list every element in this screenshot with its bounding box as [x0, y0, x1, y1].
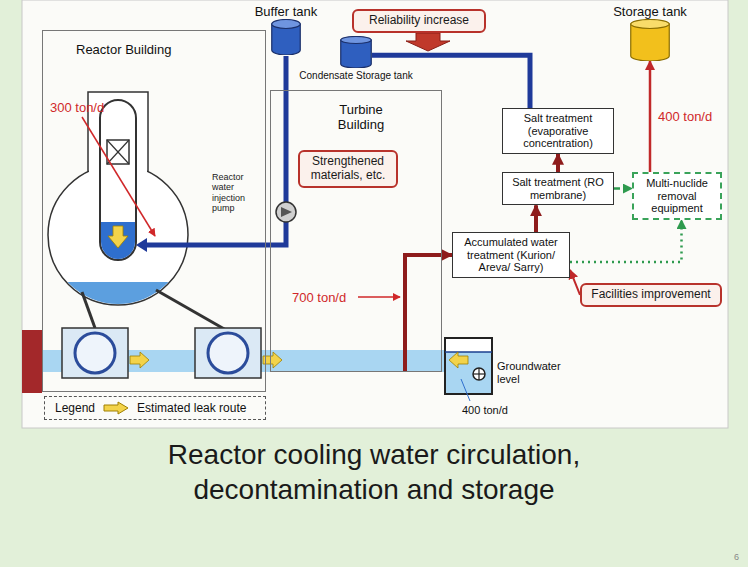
- callout-arrow: [406, 33, 450, 51]
- reactor-containment: [156, 290, 226, 330]
- flow-arrow: [358, 296, 400, 298]
- injection-pipe: [136, 238, 147, 252]
- node-label: Turbine Building: [321, 91, 401, 133]
- suppression-chamber: [195, 328, 261, 378]
- process-box: Salt treatment (RO membrane): [502, 172, 614, 205]
- text-label: 300 ton/d: [50, 100, 130, 115]
- groundwater-pit: [449, 352, 468, 368]
- legend-arrow: [103, 401, 129, 415]
- node-label: Storage tank: [600, 4, 700, 19]
- text-label: 400 ton/d: [462, 404, 532, 416]
- legend-text: Estimated leak route: [137, 401, 246, 415]
- injection-pipe: [136, 56, 296, 252]
- flow-connector: [372, 55, 530, 108]
- reactor-vessel: [107, 140, 129, 164]
- suppression-chamber: [62, 328, 128, 378]
- groundwater-pit: [446, 352, 491, 393]
- tank-node: Buffer tank: [246, 4, 326, 55]
- building-outline: Turbine BuildingStrengthened materials, …: [270, 90, 442, 372]
- legend-arrow: [104, 402, 128, 414]
- reactor-vessel: [101, 222, 135, 259]
- page-number: 6: [734, 552, 744, 562]
- reactor-vessel: [107, 140, 129, 164]
- reactor-vessel: [95, 100, 141, 267]
- node-label: Salt treatment (evaporative concentratio…: [507, 112, 609, 150]
- flow-connector: [405, 255, 452, 372]
- tank-shape: [271, 19, 301, 55]
- node-label: Salt treatment (RO membrane): [507, 176, 609, 201]
- tank-shape: [631, 24, 670, 61]
- flow-connector: [614, 187, 632, 190]
- leader-line: [461, 379, 470, 401]
- tank-shape: [630, 19, 670, 61]
- flow-connector: [649, 61, 652, 172]
- tank-shape: [272, 20, 301, 29]
- tank-shape: [631, 20, 670, 29]
- suppression-chamber: [130, 352, 149, 368]
- tank-node: Storage tank: [600, 4, 700, 61]
- groundwater-pit: [478, 368, 479, 380]
- node-label: Buffer tank: [246, 4, 326, 19]
- equipment-box: Multi-nuclide removal equipment: [632, 172, 722, 220]
- groundwater-pit: [473, 368, 485, 380]
- flow-rate-label: 400 ton/d: [658, 109, 722, 124]
- node-label: Condensate Storage tank: [291, 70, 421, 82]
- callout-box: Facilities improvement: [580, 283, 722, 307]
- suppression-chamber: [75, 333, 115, 373]
- groundwater-pit: [445, 351, 492, 353]
- flow-connector: [556, 154, 560, 172]
- text-label: Reactor water injection pump: [212, 172, 262, 213]
- flow-arrow: [82, 117, 155, 236]
- tank-shape: [340, 36, 372, 68]
- node-label: Facilities improvement: [587, 288, 715, 302]
- diagram-background: [22, 0, 728, 428]
- text-label: 700 ton/d: [292, 290, 358, 305]
- site-wall: [22, 330, 42, 393]
- injection-pipe: [284, 56, 289, 202]
- tank-shape: [341, 37, 372, 44]
- reactor-containment: [40, 92, 226, 330]
- injection-pipe: [281, 207, 292, 217]
- callout-box: Reliability increase: [352, 9, 486, 33]
- reactor-containment: [82, 292, 95, 328]
- slide-caption: Reactor cooling water circulation, decon…: [94, 437, 654, 507]
- groundwater-pit: [445, 338, 492, 394]
- flow-arrow: [82, 117, 400, 297]
- legend-heading: Legend: [55, 401, 95, 415]
- tank-node: Condensate Storage tank: [291, 36, 421, 82]
- flow-connector: [570, 270, 580, 295]
- groundwater-pit: [445, 338, 492, 394]
- node-label: Strengthened materials, etc.: [305, 155, 391, 183]
- flow-connector: [570, 220, 682, 262]
- reactor-vessel: [107, 140, 129, 164]
- node-label: Reactor Building: [43, 31, 265, 58]
- suppression-chamber: [208, 333, 248, 373]
- suppression-chamber: [62, 328, 282, 378]
- reactor-vessel: [108, 226, 128, 248]
- pump-symbol: [276, 202, 296, 222]
- legend-box: Legend Estimated leak route: [44, 396, 266, 420]
- callout-box: Strengthened materials, etc.: [298, 150, 398, 188]
- process-box: Salt treatment (evaporative concentratio…: [502, 108, 614, 154]
- tank-shape: [341, 40, 372, 68]
- flow-connector: [534, 205, 538, 232]
- process-box: Accumulated water treatment (Kurion/ Are…: [452, 232, 570, 278]
- node-label: Reliability increase: [359, 14, 479, 28]
- injection-pipe: [146, 222, 286, 245]
- reactor-containment: [40, 282, 200, 312]
- text-label: Groundwater level: [497, 360, 569, 385]
- node-label: Accumulated water treatment (Kurion/ Are…: [457, 236, 565, 274]
- node-label: Multi-nuclide removal equipment: [638, 177, 716, 215]
